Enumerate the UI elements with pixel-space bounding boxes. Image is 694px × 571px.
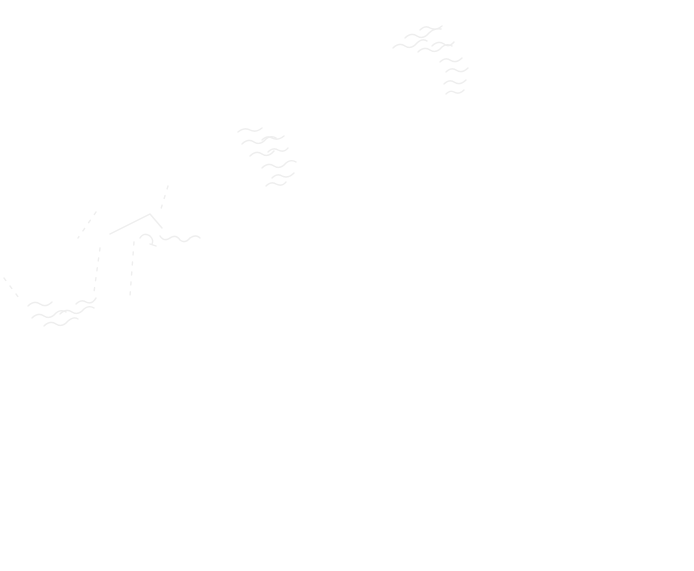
house-roof-sketch bbox=[109, 185, 201, 297]
wave-cluster-bottom-left bbox=[27, 297, 97, 327]
dotted-trail-left bbox=[3, 211, 101, 303]
wave-cluster-top-right bbox=[392, 25, 469, 95]
wave-cluster-middle bbox=[237, 127, 297, 187]
